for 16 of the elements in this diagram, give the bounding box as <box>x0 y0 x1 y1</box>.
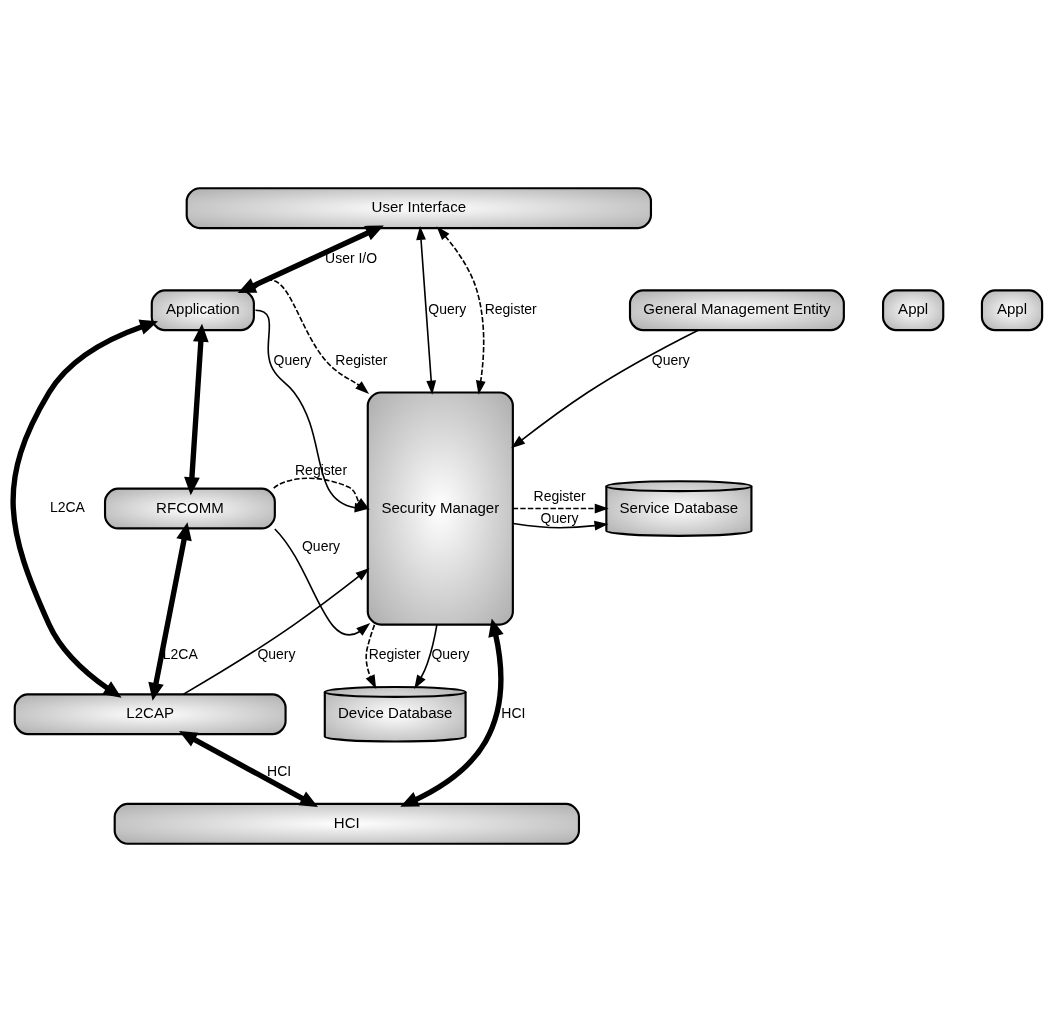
edge-label: L2CA <box>162 645 198 662</box>
edge-label: Query <box>431 645 470 662</box>
edge-label: Register <box>484 300 537 317</box>
edge-label: Register <box>368 645 421 662</box>
edge-label: Query <box>273 351 312 368</box>
edge-label: Query <box>428 300 467 317</box>
edge-label: HCI <box>267 762 292 779</box>
edge-label: Query <box>257 645 296 662</box>
edge-label: User I/O <box>325 249 378 266</box>
edge-label: L2CA <box>49 498 85 515</box>
edge-label: Query <box>540 509 579 526</box>
edge-label: Register <box>335 351 388 368</box>
edge-label: Query <box>302 537 341 554</box>
edge-label: Register <box>533 487 586 504</box>
edge-label: HCI <box>501 704 526 721</box>
edge-label: Query <box>651 351 690 368</box>
